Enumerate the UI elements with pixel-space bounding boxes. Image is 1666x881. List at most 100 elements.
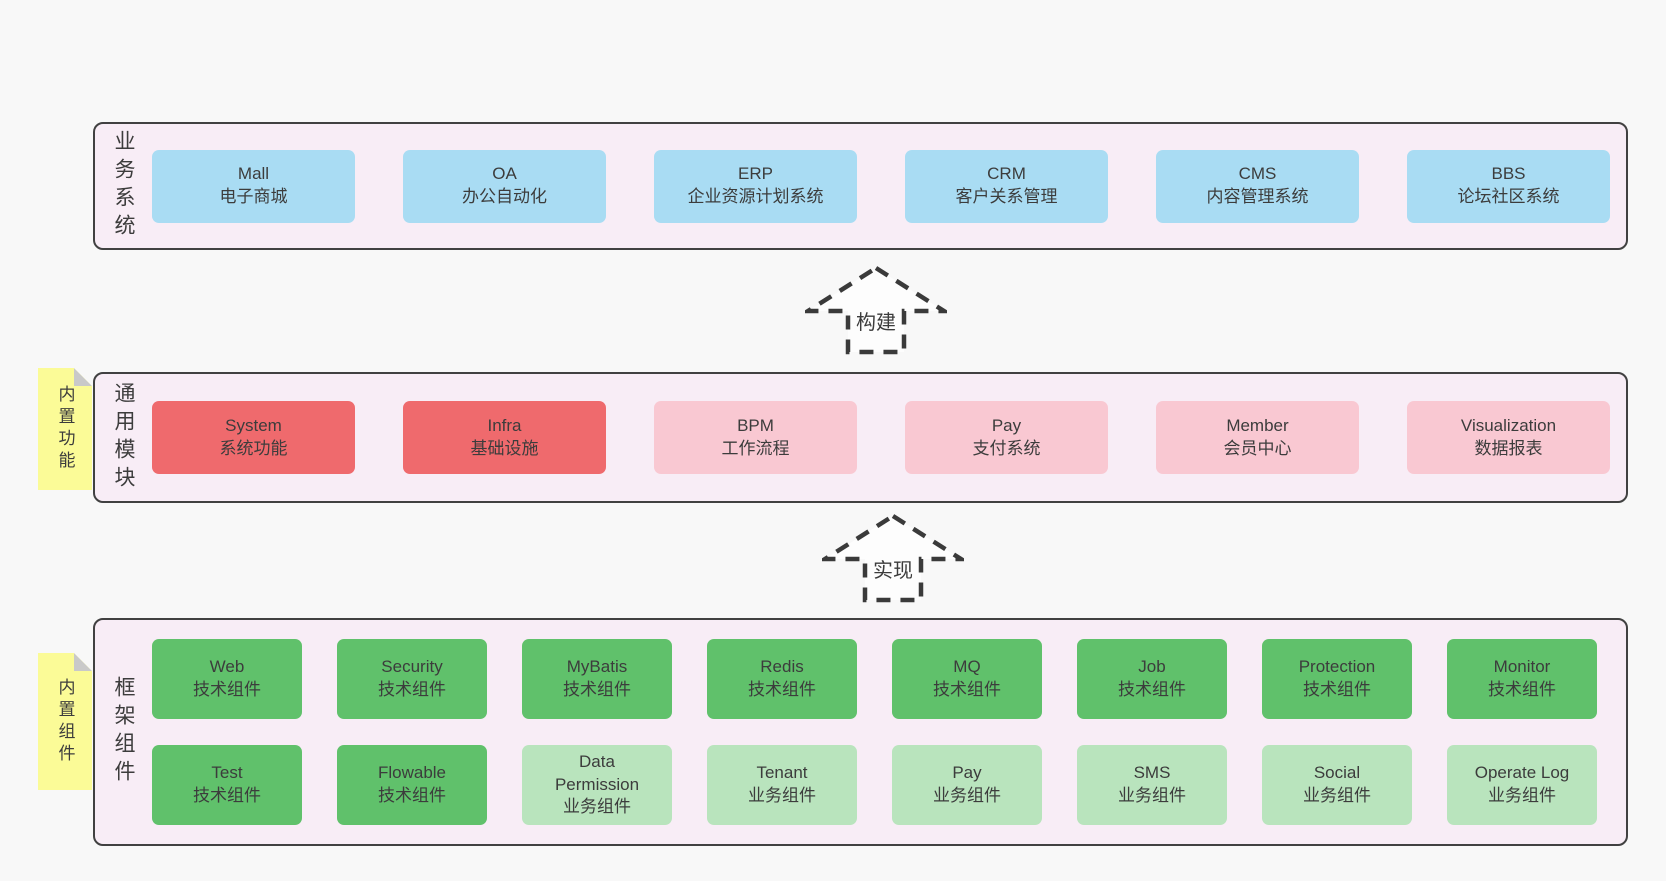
layer-label-business: 业务系统 (112, 130, 135, 242)
box-monitor: Monitor 技术组件 (1447, 639, 1597, 719)
box-title: MQ (953, 657, 981, 677)
box-pay-module: Pay 支付系统 (905, 401, 1108, 474)
box-test: Test 技术组件 (152, 745, 302, 825)
box-subtitle: 技术组件 (1303, 680, 1371, 699)
box-subtitle: 技术组件 (933, 680, 1001, 699)
sticky-label: 内置组件 (55, 677, 75, 766)
box-title: Job (1138, 657, 1166, 677)
box-title: SMS (1133, 763, 1171, 783)
business-box-row: Mall 电子商城 OA 办公自动化 ERP 企业资源计划系统 CRM 客户关系… (152, 124, 1610, 248)
box-oa: OA 办公自动化 (403, 149, 606, 223)
box-member: Member 会员中心 (1156, 401, 1359, 474)
arrow-label: 构建 (852, 306, 900, 335)
box-subtitle: 支付系统 (972, 438, 1041, 458)
box-title: MyBatis (566, 657, 628, 677)
box-flowable: Flowable 技术组件 (337, 745, 487, 825)
box-subtitle: 论坛社区系统 (1457, 187, 1560, 206)
box-bbs: BBS 论坛社区系统 (1407, 149, 1610, 223)
box-subtitle: 办公自动化 (462, 187, 547, 206)
box-tenant: Tenant 业务组件 (707, 745, 857, 825)
layer-common-modules: 通用模块 System 系统功能 Infra 基础设施 BPM 工作流程 Pay… (93, 372, 1628, 503)
box-title: Mall (237, 164, 270, 184)
box-bpm: BPM 工作流程 (654, 401, 857, 474)
box-subtitle: 业务组件 (933, 786, 1001, 805)
box-subtitle: 客户关系管理 (955, 187, 1058, 206)
box-title: ERP (738, 164, 773, 184)
box-subtitle: 技术组件 (563, 680, 631, 699)
box-subtitle: 技术组件 (378, 680, 446, 699)
box-subtitle: 技术组件 (193, 680, 261, 699)
layer-label-components: 框架组件 (112, 676, 135, 788)
box-subtitle: 数据报表 (1474, 438, 1543, 458)
folded-corner (74, 653, 92, 671)
box-subtitle: 技术组件 (1488, 680, 1556, 699)
box-title: OA (492, 164, 517, 184)
box-data-permission: Data Permission 业务组件 (522, 745, 672, 825)
box-pay-component: Pay 业务组件 (892, 745, 1042, 825)
box-title: Infra (487, 415, 522, 435)
box-title: BBS (1491, 164, 1526, 184)
box-subtitle: 业务组件 (1488, 786, 1556, 805)
box-mq: MQ 技术组件 (892, 639, 1042, 719)
arrow-implement: 实现 (822, 512, 964, 604)
box-subtitle: 业务组件 (748, 786, 816, 805)
box-title: CMS (1238, 164, 1277, 184)
box-system: System 系统功能 (152, 401, 355, 474)
sticky-note-builtin-features: 内置功能 (38, 368, 92, 490)
box-title: Security (381, 657, 443, 677)
box-infra: Infra 基础设施 (403, 401, 606, 474)
box-subtitle: 技术组件 (1118, 680, 1186, 699)
box-title: BPM (737, 415, 774, 435)
box-subtitle: 技术组件 (748, 680, 816, 699)
box-mybatis: MyBatis 技术组件 (522, 639, 672, 719)
box-crm: CRM 客户关系管理 (905, 149, 1108, 223)
box-title: CRM (987, 164, 1026, 184)
box-subtitle: 系统功能 (219, 438, 288, 458)
box-title: Web (209, 657, 245, 677)
box-title: Pay (991, 415, 1022, 435)
box-erp: ERP 企业资源计划系统 (654, 149, 857, 223)
box-title: Tenant (756, 763, 808, 783)
components-grid: Web 技术组件 Security 技术组件 MyBatis 技术组件 Redi… (152, 620, 1597, 844)
sticky-note-builtin-components: 内置组件 (38, 653, 92, 790)
arrow-build: 构建 (805, 264, 947, 356)
box-title: Pay (952, 763, 982, 783)
box-subtitle: 企业资源计划系统 (687, 187, 824, 206)
layer-business-systems: 业务系统 Mall 电子商城 OA 办公自动化 ERP 企业资源计划系统 CRM… (93, 122, 1628, 250)
box-protection: Protection 技术组件 (1262, 639, 1412, 719)
box-visualization: Visualization 数据报表 (1407, 401, 1610, 474)
box-title: Member (1226, 415, 1289, 435)
box-title: System (225, 415, 282, 435)
box-title: Test (211, 763, 243, 783)
box-cms: CMS 内容管理系统 (1156, 149, 1359, 223)
box-web: Web 技术组件 (152, 639, 302, 719)
box-title: Protection (1298, 657, 1376, 677)
box-operate-log: Operate Log 业务组件 (1447, 745, 1597, 825)
box-subtitle: 内容管理系统 (1206, 187, 1309, 206)
sticky-label: 内置功能 (55, 385, 75, 473)
components-row-2: Test 技术组件 Flowable 技术组件 Data Permission … (152, 745, 1597, 825)
box-subtitle: 基础设施 (470, 438, 539, 458)
box-title: Operate Log (1474, 763, 1570, 783)
layer-label-modules: 通用模块 (112, 381, 135, 494)
box-title: Data Permission (554, 751, 640, 794)
box-subtitle: 技术组件 (378, 786, 446, 805)
components-row-1: Web 技术组件 Security 技术组件 MyBatis 技术组件 Redi… (152, 639, 1597, 719)
box-title: Visualization (1460, 415, 1557, 435)
modules-box-row: System 系统功能 Infra 基础设施 BPM 工作流程 Pay 支付系统… (152, 374, 1610, 501)
box-social: Social 业务组件 (1262, 745, 1412, 825)
box-title: Flowable (377, 763, 447, 783)
box-subtitle: 业务组件 (1118, 786, 1186, 805)
box-subtitle: 工作流程 (721, 438, 790, 458)
folded-corner (74, 368, 92, 386)
box-subtitle: 业务组件 (563, 797, 631, 817)
box-mall: Mall 电子商城 (152, 149, 355, 223)
box-security: Security 技术组件 (337, 639, 487, 719)
box-sms: SMS 业务组件 (1077, 745, 1227, 825)
box-subtitle: 业务组件 (1303, 786, 1371, 805)
box-subtitle: 会员中心 (1223, 438, 1292, 458)
box-title: Social (1313, 763, 1361, 783)
box-redis: Redis 技术组件 (707, 639, 857, 719)
box-subtitle: 电子商城 (219, 187, 288, 206)
